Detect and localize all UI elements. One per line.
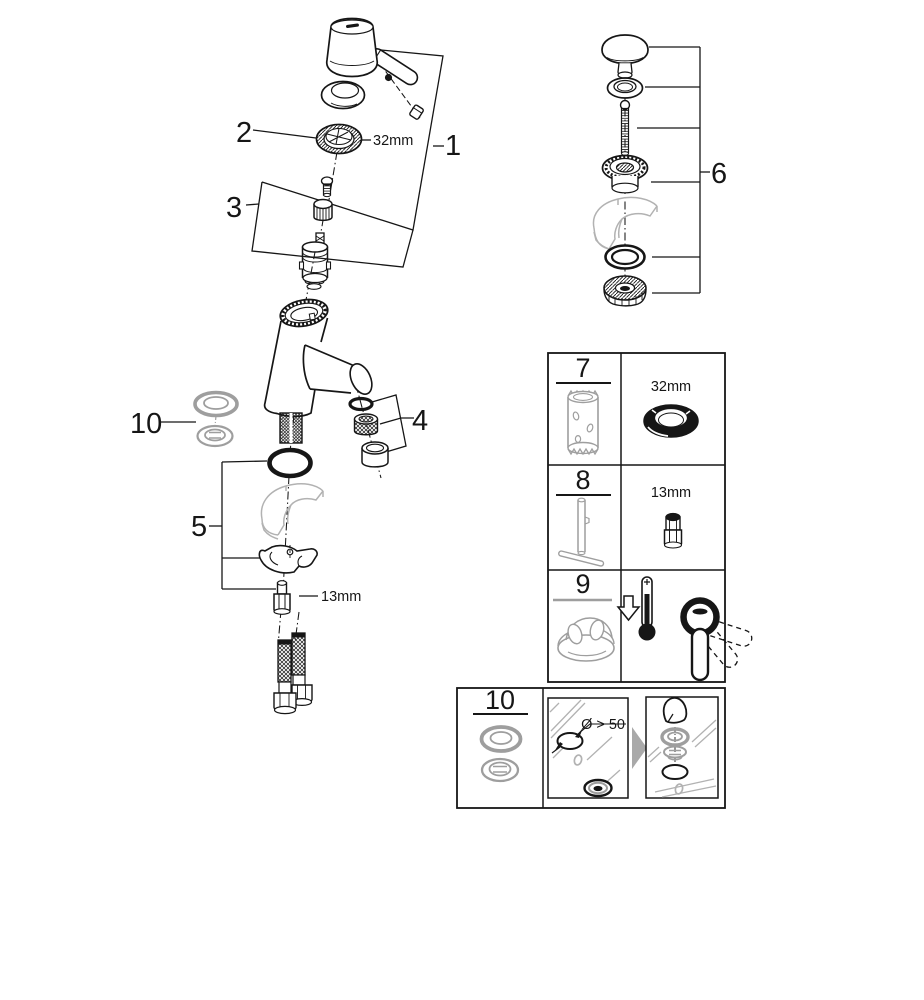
install-box — [456, 687, 726, 809]
faucet-body — [263, 298, 373, 444]
o-ring-step — [661, 764, 689, 780]
callout-1-label: 1 — [445, 130, 461, 162]
mounting-gasket-phantom — [260, 483, 324, 540]
overflow-mark-2 — [674, 783, 684, 795]
dome-cap-ring — [320, 80, 366, 110]
mounting-nut — [273, 580, 291, 615]
basin-phantom — [592, 196, 658, 250]
handle-adjust-pictogram — [680, 597, 753, 682]
arrow-right-icon — [632, 727, 647, 769]
sink-sketch-lines — [549, 699, 621, 796]
dim-13mm-label: 13mm — [321, 589, 361, 605]
pop-up-seal-ring — [606, 77, 644, 99]
drain-top-view — [583, 778, 613, 798]
faucet-handle — [325, 17, 419, 86]
supply-hose-left — [273, 639, 297, 715]
sink-cutout-panel — [547, 697, 629, 799]
pop-up-knob — [601, 34, 649, 79]
escutcheon-32-part-icon — [643, 404, 699, 438]
gray-ring — [660, 727, 690, 747]
handle-screw-cap — [409, 104, 424, 120]
arrow-down-icon — [616, 595, 641, 622]
callout-3-label: 3 — [226, 192, 242, 224]
spare-seal-rings — [193, 390, 239, 448]
drain-flange — [601, 154, 649, 194]
faucet-body-top-ring — [279, 298, 329, 328]
dim-32mm-label: 32mm — [373, 133, 413, 149]
callout-10-label: 10 — [130, 408, 162, 440]
socket-tool-32-icon — [567, 389, 599, 456]
table-row8-number: 8 — [575, 465, 590, 495]
thermometer-icon — [638, 576, 656, 641]
drain-locknut — [603, 275, 647, 307]
escutcheon-ring — [315, 123, 363, 155]
pop-up-rod — [619, 99, 631, 156]
table-row7-number: 7 — [575, 353, 590, 383]
aerator-insert — [353, 413, 379, 436]
min-hole-label: Ø > 50 — [581, 717, 625, 733]
temperature-limiter-icon — [557, 617, 615, 662]
table-row8-size: 13mm — [651, 485, 691, 501]
install-box-number: 10 — [485, 685, 515, 715]
supply-hoses — [273, 632, 313, 715]
callout-5-bracket — [209, 460, 281, 590]
cartridge-screw — [320, 176, 334, 198]
cartridge-cap — [313, 198, 333, 222]
spout — [303, 345, 357, 393]
socket-key-13-icon — [558, 497, 605, 567]
callout-4-label: 4 — [412, 405, 428, 437]
adapter-13-part-icon — [663, 512, 683, 549]
callout-5-label: 5 — [191, 511, 207, 543]
install-steps-panel — [645, 696, 719, 799]
callout-3-bracket — [251, 181, 414, 268]
plug-piece — [662, 696, 688, 724]
tools-table — [547, 352, 753, 683]
handle-slot — [346, 23, 359, 29]
callout-brackets — [159, 46, 710, 597]
mounting-clamp — [258, 544, 318, 574]
aerator-housing — [361, 441, 389, 468]
handle-screw — [384, 73, 393, 82]
seal-rings-part-icon — [479, 725, 523, 783]
pop-up-drain-assembly — [592, 34, 658, 307]
callout-6-label: 6 — [711, 158, 727, 190]
aerator-washer — [348, 396, 374, 412]
callout-4-bracket — [371, 394, 414, 453]
callout-2-leader — [252, 129, 317, 139]
gray-plug — [663, 745, 687, 761]
callout-6-bracket — [637, 46, 710, 294]
table-row7-size: 32mm — [651, 379, 691, 395]
callout-2-label: 2 — [236, 117, 252, 149]
sink-sketch-lines-2 — [647, 719, 717, 798]
table-row9-number: 9 — [575, 569, 590, 599]
base-o-ring — [267, 447, 313, 479]
overflow-mark — [573, 754, 583, 766]
spout-outlet — [349, 363, 373, 395]
cartridge — [298, 232, 332, 290]
drain-rubber-washer — [604, 244, 646, 270]
callout-1-bracket — [261, 48, 444, 231]
